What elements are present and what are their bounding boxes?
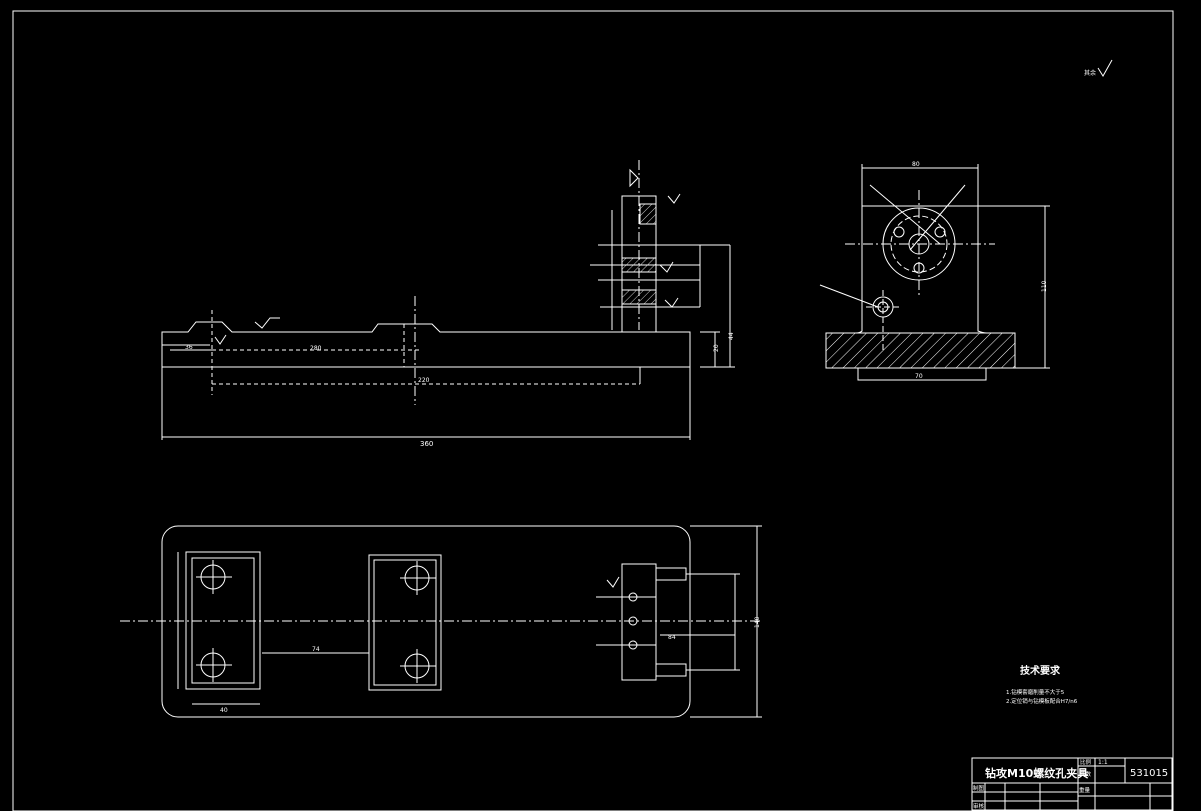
tech-requirements: 技术要求 1.钻模套磨削量不大于5 2.定位销与钻模板配合H7/n6	[1006, 664, 1078, 705]
svg-text:110: 110	[1041, 280, 1048, 292]
drawing-title: 钻攻M10螺纹孔夹具	[985, 766, 1088, 780]
tech-requirements-title: 技术要求	[1020, 664, 1061, 677]
svg-text:36: 36	[185, 344, 193, 351]
svg-text:44: 44	[728, 332, 735, 340]
count-label: 件数	[1080, 770, 1092, 778]
title-block-text: 钻攻M10螺纹孔夹具 比例 1:1 件数 531015 制图 审核 重量	[973, 758, 1168, 810]
side-view	[819, 164, 1050, 381]
svg-text:280: 280	[310, 345, 322, 352]
svg-text:其余: 其余	[1084, 69, 1096, 77]
front-view-dimensions: 360 220 36 280 20 44	[185, 332, 735, 448]
tech-requirement-1: 1.钻模套磨削量不大于5	[1006, 688, 1065, 696]
side-view-dimensions: 80 70 110	[912, 161, 1048, 380]
plan-view-dimensions: 74 40 84 140	[220, 616, 761, 714]
svg-text:84: 84	[668, 634, 676, 641]
svg-text:140: 140	[754, 616, 761, 628]
title-block	[971, 757, 1173, 811]
svg-text:20: 20	[713, 344, 720, 352]
drawing-frame	[12, 10, 1174, 811]
material-label: 重量	[1079, 786, 1091, 794]
roughness-note: 其余	[1084, 59, 1113, 77]
checker-label: 审核	[973, 802, 985, 810]
scale-label: 比例	[1080, 758, 1092, 766]
plan-view	[120, 525, 762, 718]
scale-value: 1:1	[1098, 759, 1108, 766]
svg-text:80: 80	[912, 161, 920, 168]
svg-text:40: 40	[220, 707, 228, 714]
svg-text:220: 220	[418, 377, 430, 384]
drawing-number: 531015	[1130, 768, 1168, 779]
tech-requirement-2: 2.定位销与钻模板配合H7/n6	[1006, 697, 1078, 705]
svg-text:360: 360	[420, 440, 433, 448]
designer-label: 制图	[973, 784, 985, 792]
drill-bracket-front	[590, 160, 730, 333]
svg-text:70: 70	[915, 373, 923, 380]
front-view	[161, 245, 735, 440]
svg-text:74: 74	[312, 646, 320, 653]
